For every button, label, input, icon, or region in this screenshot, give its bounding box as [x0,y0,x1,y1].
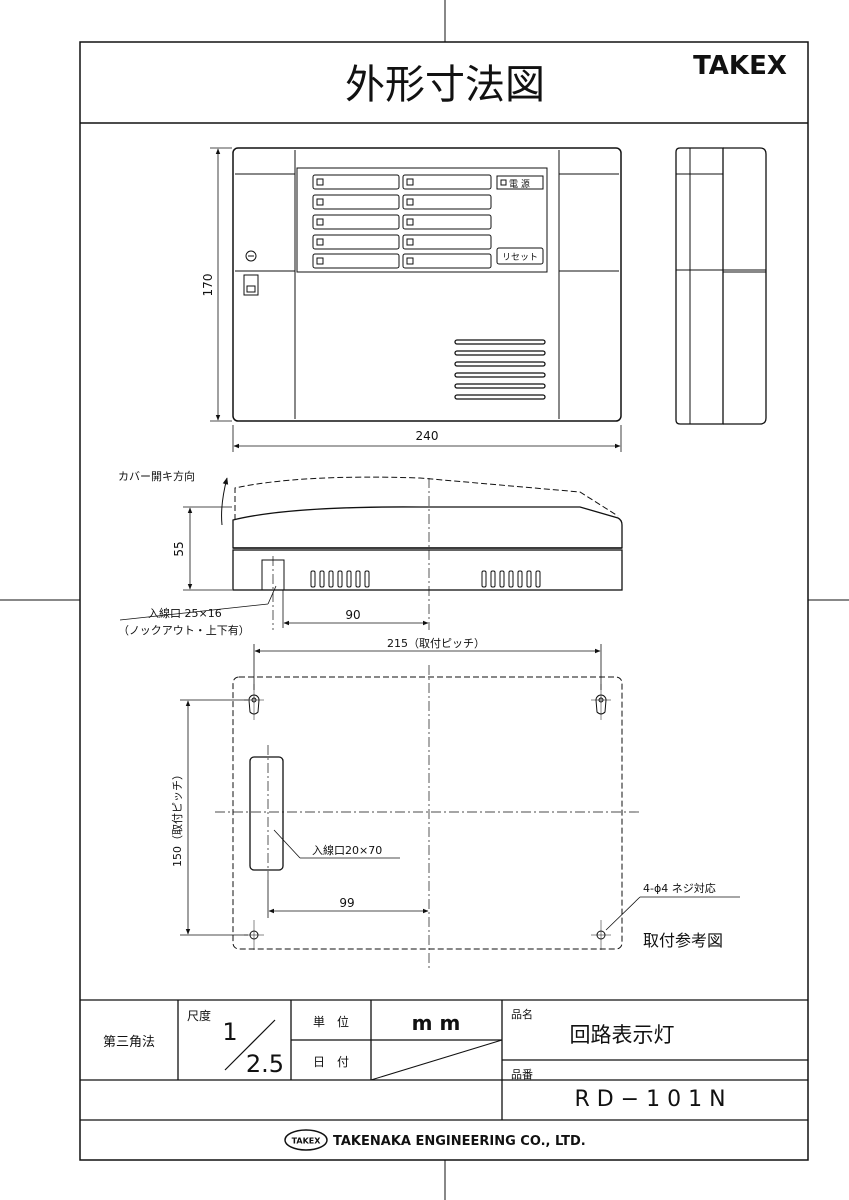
lamp-column-right [402,174,492,269]
front-dimensions [210,147,622,452]
mount-dimensions [180,644,740,936]
scale-denominator: 2.5 [246,1050,284,1078]
cable-entry-slot [249,756,284,871]
projection-label: 第三角法 [103,1035,155,1050]
mount-offset-dim: 99 [339,896,354,910]
lamp-column-left [312,174,400,269]
company-name: TAKENAKA ENGINEERING CO., LTD. [333,1134,586,1149]
power-label: 電 源 [509,179,530,190]
switch-icon [243,274,259,296]
date-label: 日 付 [313,1055,349,1069]
side-vents-right [481,570,541,588]
unit-label: 単 位 [313,1014,349,1029]
front-height-dim: 170 [201,274,215,297]
product-name-label: 品名 [511,1007,533,1021]
right-side-view [675,147,767,425]
cover-open-note: カバー開キ方向 [118,469,195,483]
title-block [80,999,808,1121]
power-indicator-box [496,175,544,190]
front-width-dim: 240 [416,429,439,443]
mount-pitch-height: 150（取付ピッチ） [171,769,184,867]
company-logo-text: TAKEX [292,1137,322,1146]
scale-label: 尺度 [187,1008,211,1023]
front-view [232,147,622,422]
speaker-grille [454,339,546,400]
key-icon [245,250,257,262]
mount-pitch-width: 215（取付ピッチ） [387,637,485,650]
unit-value: m m [412,1011,461,1035]
product-number: R D − 1 0 1 N [574,1087,725,1112]
reset-label: リセット [502,252,538,263]
side-height-dim: 55 [172,541,186,556]
side-vents-left [310,570,370,588]
brand-logo: TAKEX [693,51,787,81]
scale-numerator: 1 [222,1018,237,1046]
side-entry-label: 入線口 25×16 [148,606,222,620]
page-title: 外形寸法図 [345,62,545,108]
mount-entry-label: 入線口20×70 [312,843,382,857]
product-name: 回路表示灯 [570,1023,675,1047]
company-logo-oval [284,1129,328,1151]
mounting-view [215,665,640,968]
side-dimensions [119,506,429,628]
product-number-label: 品番 [511,1068,533,1081]
sheet-border [79,41,809,1161]
reset-button-box [496,247,544,265]
side-view [221,476,623,630]
side-entry-note: （ノックアウト・上下有） [118,623,250,637]
screw-note: 4-ϕ4 ネジ対応 [643,881,716,895]
side-offset-dim: 90 [345,608,360,622]
mount-caption: 取付参考図 [643,931,723,950]
